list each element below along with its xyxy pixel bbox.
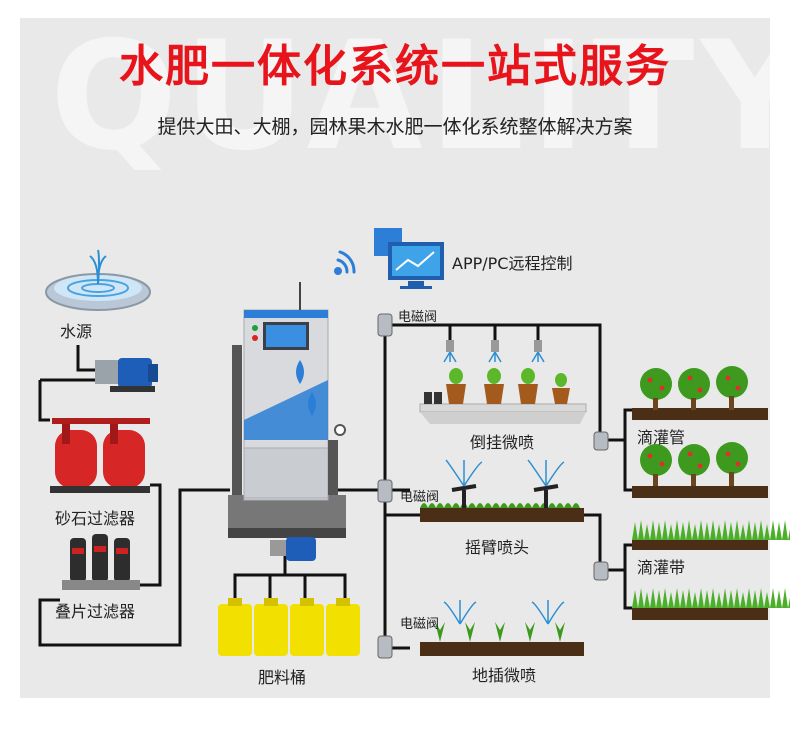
page-title: 水肥一体化系统一站式服务 <box>119 41 671 92</box>
drip-pipe-label: 滴灌管 <box>637 428 686 447</box>
solenoid-valve-label-1: 电磁阀 <box>398 310 438 325</box>
fertilizer-bucket-label: 肥料桶 <box>258 668 307 687</box>
drip-tape-icon <box>632 520 790 620</box>
app-control-label: APP/PC远程控制 <box>452 254 573 273</box>
sand-filter-icon <box>50 418 150 493</box>
drip-tape-label: 滴灌带 <box>637 558 686 577</box>
hanging-spray-icon <box>419 340 587 424</box>
watermark: QUALITY <box>50 18 770 184</box>
page-subtitle: 提供大田、大棚，园林果木水肥一体化系统整体解决方案 <box>157 116 633 138</box>
ground-spray-icon <box>420 600 584 656</box>
solenoid-valve-label-3: 电磁阀 <box>400 617 440 632</box>
fertigation-machine-icon <box>228 282 346 538</box>
disc-filter-label: 叠片过滤器 <box>55 602 136 621</box>
hanging-spray-label: 倒挂微喷 <box>470 433 535 452</box>
disc-filter-icon <box>62 534 140 590</box>
fertilizer-buckets-icon <box>218 598 360 656</box>
wifi-icon <box>334 250 356 275</box>
drip-pipe-icon <box>632 366 768 498</box>
solenoid-valve-label-2: 电磁阀 <box>400 490 440 505</box>
water-source-label: 水源 <box>60 322 93 341</box>
rocker-sprinkler-icon <box>420 459 584 522</box>
solenoid-valve-icons <box>377 313 609 659</box>
fertilizer-pump-icon <box>270 537 316 561</box>
remote-monitor-icon <box>374 228 444 289</box>
water-source-icon <box>45 249 151 311</box>
pump-icon <box>95 358 158 392</box>
rocker-sprinkler-label: 摇臂喷头 <box>465 538 530 557</box>
ground-spray-label: 地插微喷 <box>472 666 537 685</box>
sand-filter-label: 砂石过滤器 <box>55 509 136 528</box>
